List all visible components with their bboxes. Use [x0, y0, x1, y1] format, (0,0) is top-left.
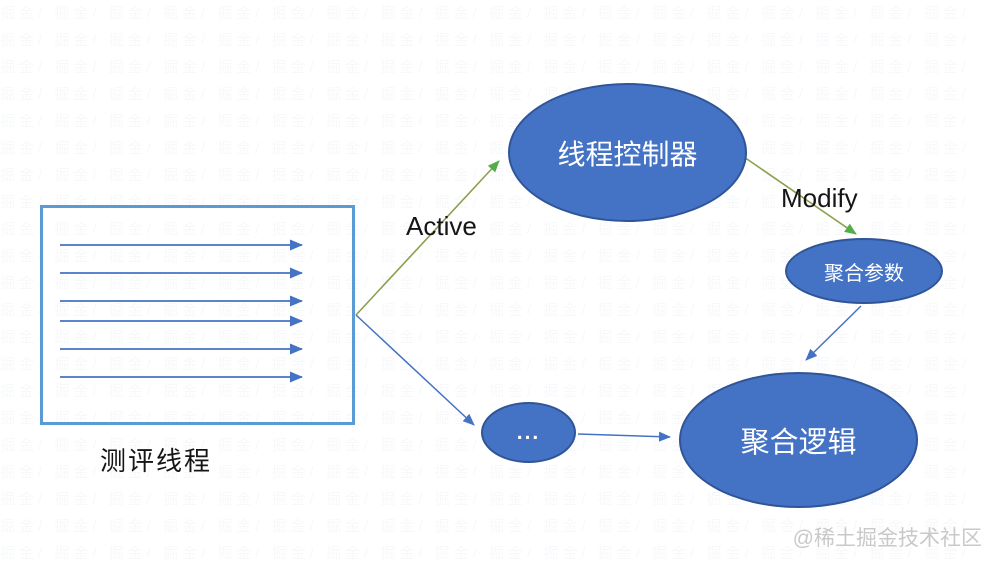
edge-label-modify: Modify: [781, 183, 858, 213]
node-thread-controller: 线程控制器: [508, 83, 747, 222]
watermark-text: @稀土掘金技术社区: [792, 527, 982, 550]
node-agg-params: 聚合参数: [785, 238, 943, 304]
edge-params-to-logic: [805, 305, 862, 361]
edge-label-active: Active: [406, 211, 477, 241]
edge-active: [355, 160, 500, 316]
node-agg-logic: 聚合逻辑: [679, 372, 918, 508]
eval-threads-label: 测评线程: [100, 446, 213, 476]
edge-modify: [743, 156, 857, 235]
eval-threads-box: [40, 205, 355, 425]
node-agg-logic-label: 聚合逻辑: [740, 427, 857, 459]
node-agg-params-label: 聚合参数: [824, 262, 904, 285]
node-thread-controller-label: 线程控制器: [557, 138, 698, 170]
node-dots-ellipsis: ...: [481, 402, 576, 463]
edge-dots-to-logic: [577, 431, 671, 442]
node-dots-label: ...: [516, 420, 541, 444]
edge-box-to-dots: [355, 314, 475, 426]
